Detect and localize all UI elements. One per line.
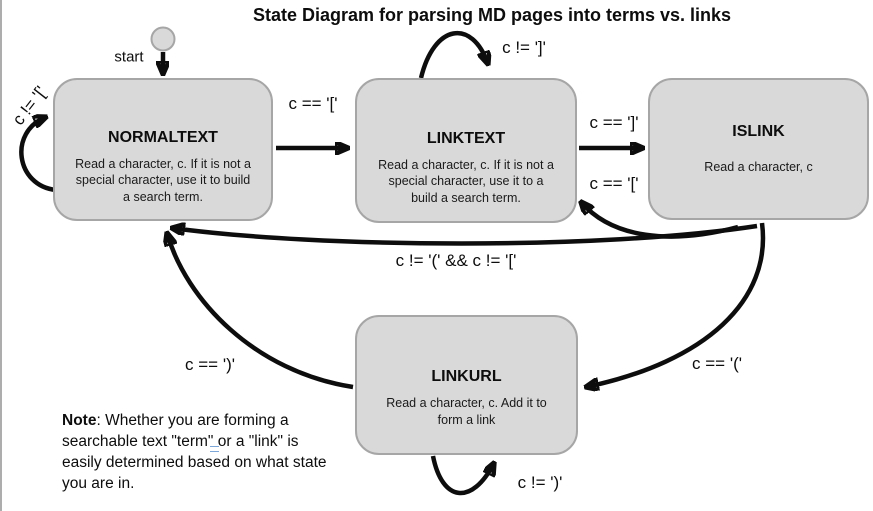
transition-label-linkurl-to-normaltext: c == ')' [185, 355, 235, 374]
note-line3: easily determined based on what state [62, 454, 327, 471]
state-normaltext-line1: Read a character, c. If it is not a [75, 156, 251, 171]
state-islink-description: Read a character, c [704, 159, 812, 176]
state-normaltext-line3: a search term. [123, 189, 203, 204]
state-islink-line1: Read a character, c [704, 159, 813, 174]
note-text: Note: Whether you are forming a searchab… [62, 410, 327, 494]
start-node[interactable] [150, 26, 176, 52]
transition-label-linktext-to-islink: c == ']' [589, 113, 639, 132]
state-linktext-line3: build a search term. [411, 190, 521, 205]
transition-label-islink-to-linktext: c == '[' [589, 174, 639, 193]
state-linkurl[interactable]: LINKURL Read a character, c. Add it to f… [355, 315, 578, 455]
state-islink-title: ISLINK [732, 122, 785, 140]
arrow-islink-to-normaltext [172, 226, 758, 246]
state-linkurl-description: Read a character, c. Add it to form a li… [386, 395, 547, 428]
transition-label-islink-to-linkurl: c == '(' [692, 354, 742, 373]
start-label: start [114, 48, 144, 66]
state-linkurl-line1: Read a character, c. Add it to [386, 396, 547, 410]
state-normaltext-description: Read a character, c. If it is not a spec… [75, 156, 251, 206]
note-line1-rest: : Whether you are forming a [96, 412, 289, 429]
transition-label-normaltext-to-linktext: c == '[' [288, 94, 338, 113]
slide-left-edge-line [0, 0, 2, 511]
state-linktext-description: Read a character, c. If it is not a spec… [378, 157, 554, 207]
transition-label-linkurl-self: c != ')' [517, 473, 563, 492]
arrow-linkurl-to-normaltext [167, 233, 354, 390]
state-linktext-line2: special character, use it to a [388, 174, 544, 189]
arrow-linkurl-self-loop [430, 455, 494, 496]
arrow-normaltext-self-loop [19, 117, 57, 193]
note-line2: searchable text "term" or a "link" is [62, 433, 299, 450]
state-islink[interactable]: ISLINK Read a character, c [648, 78, 869, 220]
state-linkurl-title: LINKURL [431, 368, 502, 385]
arrow-islink-to-linkurl [586, 222, 766, 387]
state-linktext-line1: Read a character, c. If it is not a [378, 157, 554, 172]
state-normaltext-title: NORMALTEXT [108, 128, 218, 146]
page-title: State Diagram for parsing MD pages into … [252, 5, 732, 25]
transition-label-linktext-self: c != ']' [502, 38, 546, 57]
arrow-linktext-self-loop [418, 31, 488, 79]
grammar-check-mark [210, 446, 219, 452]
state-normaltext-line2: special character, use it to build [75, 173, 251, 188]
note-line1: Note: Whether you are forming a [62, 410, 327, 431]
state-normaltext[interactable]: NORMALTEXT Read a character, c. If it is… [53, 78, 273, 221]
note-line4: you are in. [62, 475, 135, 492]
state-linkurl-line2: form a link [437, 412, 496, 427]
transition-label-islink-to-normaltext: c != '(' && c != '[' [395, 251, 517, 270]
state-linktext[interactable]: LINKTEXT Read a character, c. If it is n… [355, 78, 577, 223]
state-linktext-title: LINKTEXT [426, 129, 506, 147]
note-label: Note [62, 412, 97, 429]
